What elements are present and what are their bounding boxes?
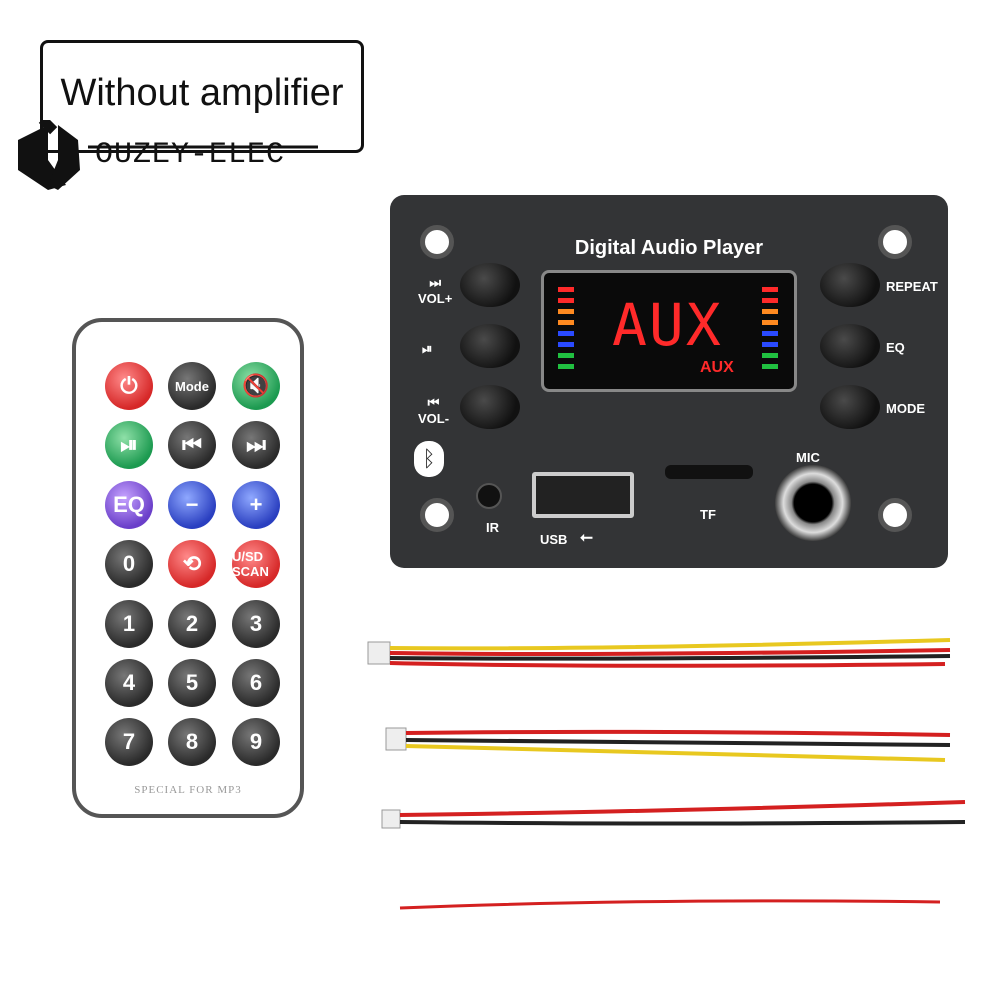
level-bar	[762, 353, 778, 358]
wire-harness-2pin	[381, 800, 966, 829]
remote-button[interactable]: 5	[168, 659, 216, 707]
remote-button[interactable]: 🔇	[232, 362, 280, 410]
ir-receiver	[476, 483, 502, 509]
level-bar	[762, 309, 778, 314]
previous-icon: ⏮VOL-	[418, 395, 450, 426]
tf-card-slot[interactable]	[665, 465, 753, 479]
remote-button[interactable]: ⏮	[168, 421, 216, 469]
level-bar	[558, 353, 574, 358]
remote-button[interactable]: U/SD SCAN	[232, 540, 280, 588]
level-bar	[762, 298, 778, 303]
ir-label: IR	[486, 520, 499, 535]
wire-single	[399, 899, 941, 910]
level-bar	[762, 287, 778, 292]
mode-label: MODE	[886, 401, 925, 416]
remote-button[interactable]: EQ	[105, 481, 153, 529]
play-pause-icon: ⏯	[422, 341, 433, 356]
brand-text: OUZEY-ELEC	[95, 138, 286, 172]
level-bar	[558, 320, 574, 325]
eq-label: EQ	[886, 340, 905, 355]
mount-hole	[878, 225, 912, 259]
mount-hole	[420, 225, 454, 259]
vol-up-label: VOL+	[418, 291, 453, 306]
display-main: AUX	[612, 291, 723, 359]
remote-button[interactable]: Mode	[168, 362, 216, 410]
usb-icon: ⭠	[580, 529, 593, 546]
mic-label: MIC	[796, 450, 820, 465]
usb-port[interactable]	[532, 472, 634, 518]
remote-button[interactable]: ⏭	[232, 421, 280, 469]
mode-button[interactable]	[820, 385, 880, 429]
tf-label: TF	[700, 507, 716, 522]
remote-button[interactable]: −	[168, 481, 216, 529]
wire-harness-4pin	[367, 638, 951, 668]
remote-button[interactable]: 4	[105, 659, 153, 707]
level-bar	[762, 364, 778, 369]
play-pause-button[interactable]	[460, 324, 520, 368]
vol-down-label: VOL-	[418, 411, 450, 426]
usb-label: USB	[540, 532, 568, 547]
lcd-display: AUX AUX	[541, 270, 797, 392]
display-sub: AUX	[700, 359, 734, 376]
remote-button[interactable]: 1	[105, 600, 153, 648]
level-bar	[558, 342, 574, 347]
repeat-button[interactable]	[820, 263, 880, 307]
wire-harness-3pin	[385, 727, 951, 762]
brand-logo	[18, 120, 318, 190]
repeat-label: REPEAT	[886, 279, 938, 294]
label-box: Without amplifier	[40, 40, 364, 153]
remote-footer: SPECIAL FOR MP3	[134, 784, 242, 796]
remote-button[interactable]: 9	[232, 718, 280, 766]
audio-player-board: Digital Audio Player AUX AUX ⏭VOL+ ⏯ ⏮VO…	[390, 195, 948, 568]
remote-button[interactable]: ⏻	[105, 362, 153, 410]
level-bar	[558, 331, 574, 336]
next-vol-up-button[interactable]	[460, 263, 520, 307]
bluetooth-icon: ᛒ	[414, 441, 444, 477]
level-bar	[762, 320, 778, 325]
level-bar	[762, 331, 778, 336]
remote-button[interactable]: 7	[105, 718, 153, 766]
mount-hole	[420, 498, 454, 532]
remote-button[interactable]: 3	[232, 600, 280, 648]
level-bar	[558, 309, 574, 314]
level-bar	[762, 342, 778, 347]
next-icon: ⏭VOL+	[418, 275, 453, 306]
remote-button[interactable]: 2	[168, 600, 216, 648]
remote-button[interactable]: 6	[232, 659, 280, 707]
mount-hole	[878, 498, 912, 532]
remote-button[interactable]: 8	[168, 718, 216, 766]
remote-button[interactable]: ⏯	[105, 421, 153, 469]
level-bar	[558, 364, 574, 369]
mic-jack[interactable]	[775, 465, 851, 541]
level-bar	[558, 287, 574, 292]
level-bar	[558, 298, 574, 303]
board-title: Digital Audio Player	[574, 237, 764, 259]
remote-button[interactable]: ⟲	[168, 540, 216, 588]
prev-vol-down-button[interactable]	[460, 385, 520, 429]
eq-button[interactable]	[820, 324, 880, 368]
remote-button[interactable]: 0	[105, 540, 153, 588]
remote-button[interactable]: +	[232, 481, 280, 529]
